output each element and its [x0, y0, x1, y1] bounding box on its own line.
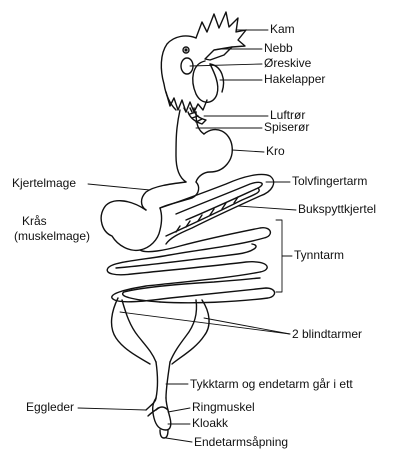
duodenum — [159, 173, 275, 245]
gizzard — [100, 200, 163, 252]
esophagus — [175, 109, 187, 183]
vent — [159, 429, 169, 439]
label-tykktarm: Tykktarm og endetarm går i ett — [190, 377, 353, 391]
chicken-head — [160, 11, 247, 113]
label-kloakk: Kloakk — [192, 416, 229, 430]
wattles — [192, 60, 219, 103]
label-eggleder: Eggleder — [26, 400, 75, 414]
comb — [195, 11, 247, 48]
label-oreskive: Øreskive — [264, 56, 312, 70]
label-hakelapper: Hakelapper — [264, 72, 326, 86]
label-muskelmage: (muskelmage) — [14, 229, 91, 243]
label-bukspyttkjertel: Bukspyttkjertel — [298, 202, 377, 216]
label-tolvfingertarm: Tolvfingertarm — [292, 174, 368, 188]
label-kraas: Krås — [22, 214, 47, 228]
trachea — [183, 107, 207, 125]
label-tynntarm: Tynntarm — [294, 248, 345, 262]
crop — [195, 128, 233, 183]
left-cecum — [110, 297, 151, 365]
small-intestine — [106, 227, 276, 304]
label-kjertelmage: Kjertelmage — [12, 176, 77, 190]
proventriculus — [140, 181, 187, 211]
large-intestine — [155, 361, 171, 399]
cloaca — [151, 397, 172, 431]
right-cecum — [171, 299, 210, 365]
label-kro: Kro — [266, 144, 285, 158]
beak — [204, 46, 233, 61]
label-spiseror: Spiserør — [264, 120, 310, 134]
label-nebb: Nebb — [264, 41, 293, 55]
label-kam: Kam — [270, 22, 295, 36]
label-blindtarmer: 2 blindtarmer — [292, 327, 363, 341]
label-ringmuskel: Ringmuskel — [192, 400, 255, 414]
eye — [182, 46, 190, 54]
leader-lines — [77, 29, 297, 443]
oviduct — [145, 397, 159, 417]
label-endetarmsapning: Endetarmsåpning — [194, 435, 289, 449]
pancreas — [165, 187, 260, 237]
label-luftror: Luftrør — [270, 108, 306, 122]
